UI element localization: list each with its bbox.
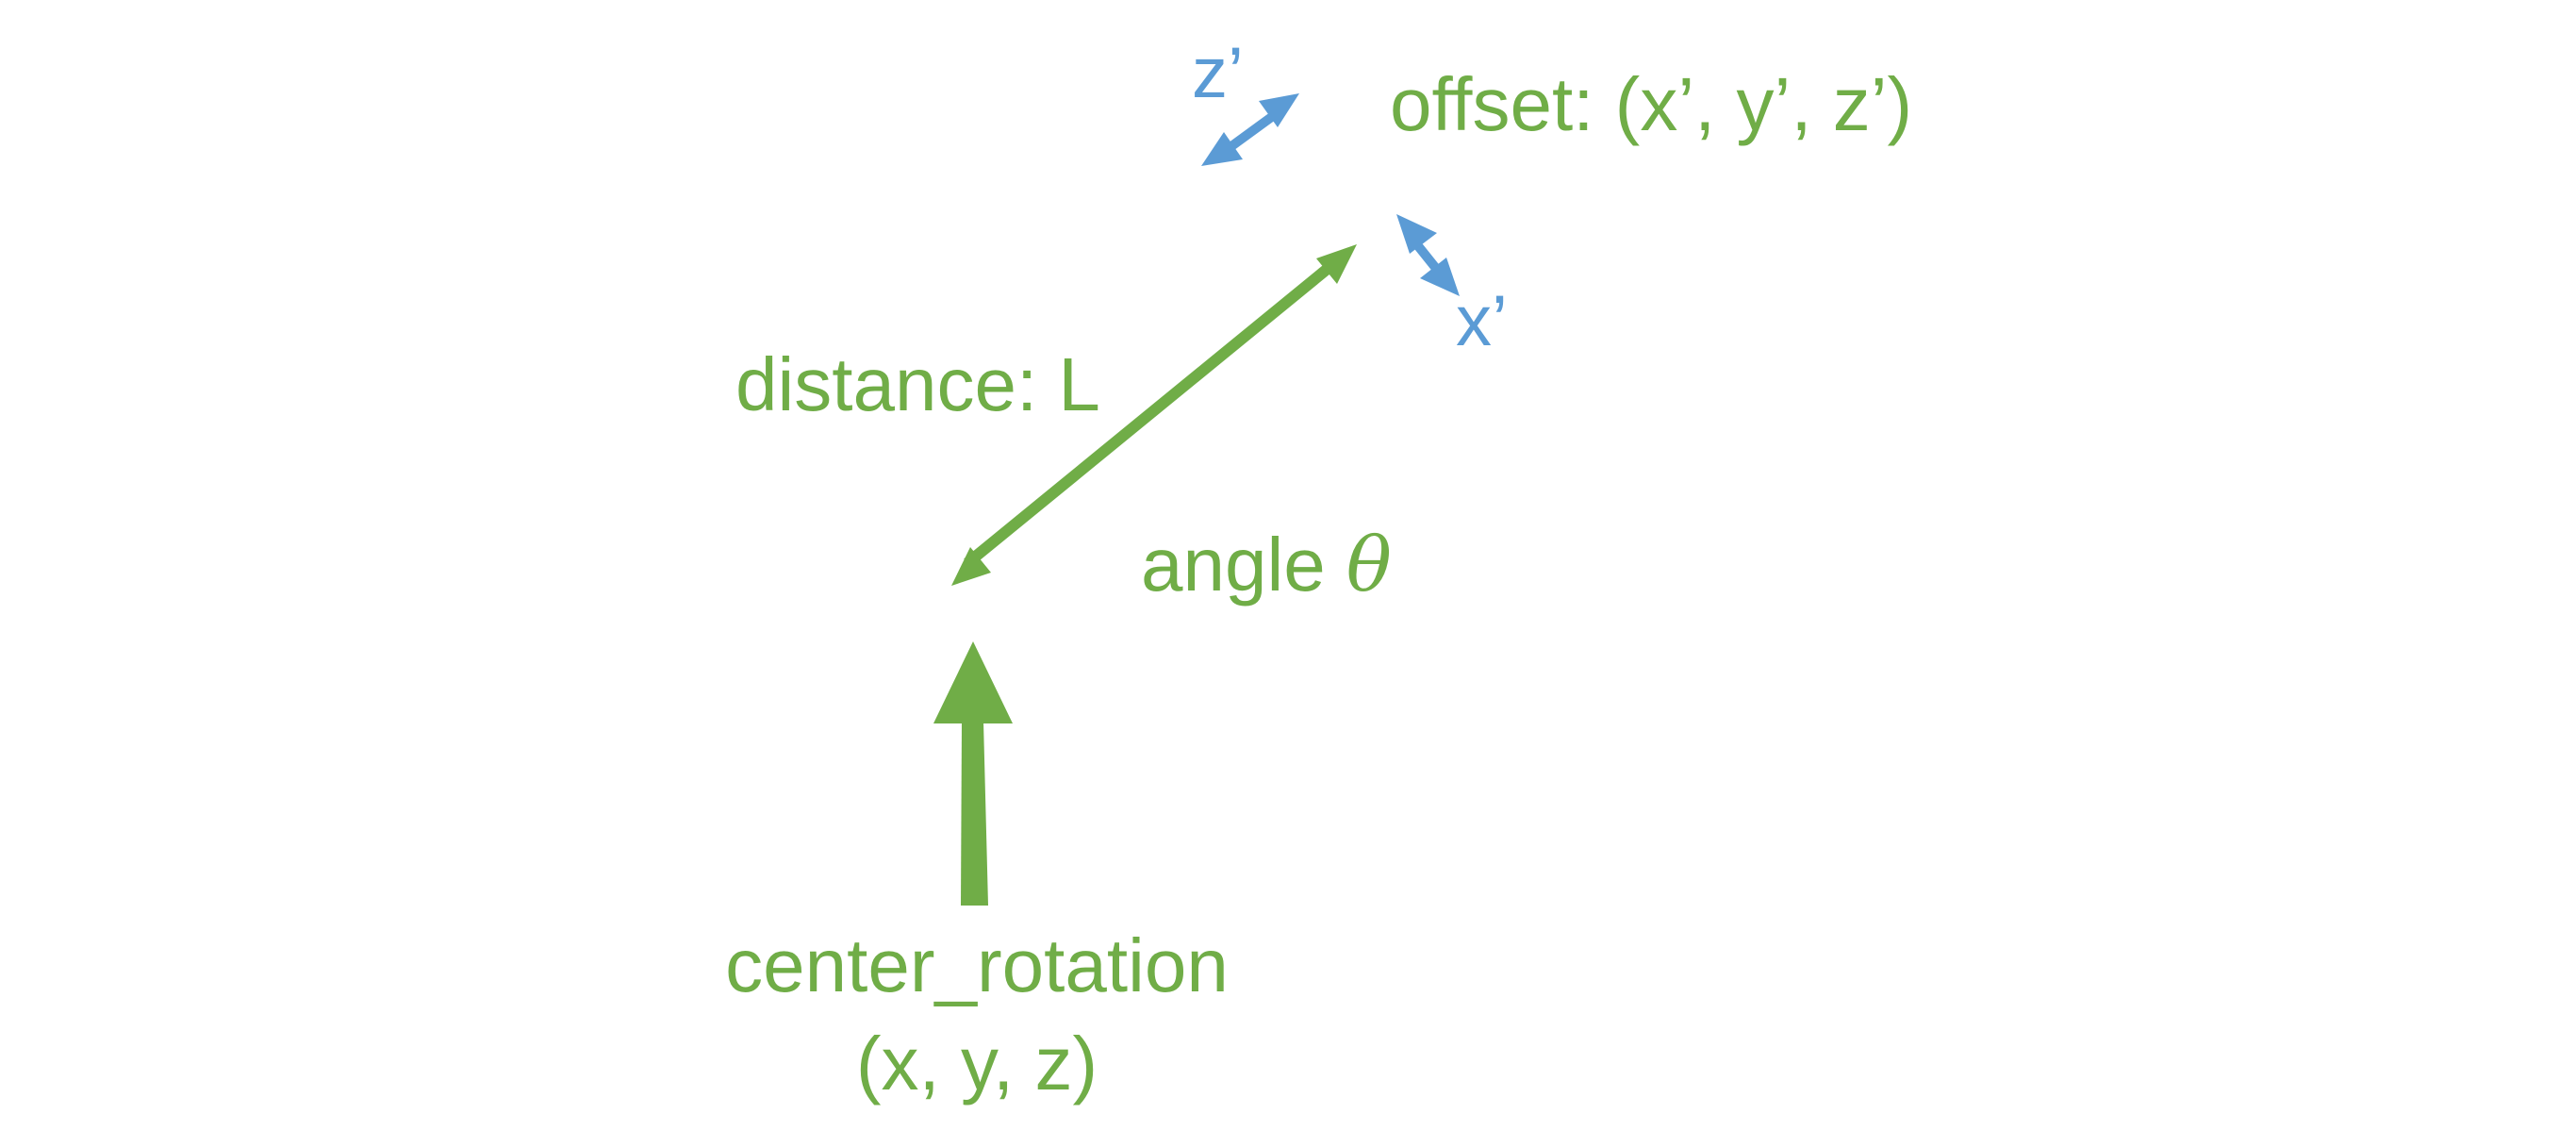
theta-symbol: θ xyxy=(1346,521,1392,608)
angle-word: angle xyxy=(1141,523,1326,607)
center-rotation-coords: (x, y, z) xyxy=(856,1022,1098,1105)
distance-arrow xyxy=(951,244,1357,586)
center-up-arrow xyxy=(933,641,1013,906)
offset-label: offset: (x’, y’, z’) xyxy=(1390,62,1912,146)
x-prime-arrow xyxy=(1396,214,1460,296)
z-prime-label: z’ xyxy=(1192,33,1244,113)
x-prime-label: x’ xyxy=(1456,281,1508,361)
z-prime-arrow xyxy=(1201,93,1299,166)
distance-label: distance: L xyxy=(735,342,1100,426)
center-rotation-label: center_rotation xyxy=(725,923,1229,1007)
angle-label: angle θ xyxy=(1141,521,1392,608)
